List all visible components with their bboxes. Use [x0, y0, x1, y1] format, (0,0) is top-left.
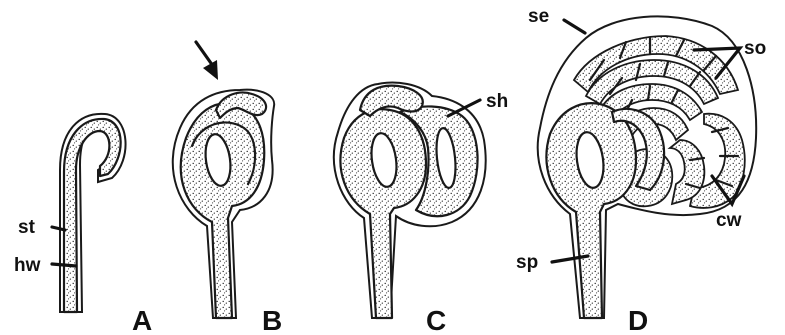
hw-leader: [52, 264, 76, 266]
label-sh: sh: [486, 91, 508, 112]
panel-label-c: C: [426, 305, 446, 335]
stage-a: st hw A: [14, 114, 152, 335]
arrow-shaft: [196, 42, 213, 66]
label-sp: sp: [516, 252, 538, 273]
se-leader: [564, 20, 585, 33]
label-st: st: [18, 217, 36, 238]
stage-b: B: [173, 42, 282, 335]
label-so: so: [744, 38, 766, 59]
label-cw: cw: [716, 210, 742, 231]
panel-label-a: A: [132, 305, 152, 335]
stage-d: se so cw sp D: [516, 6, 766, 335]
panel-label-d: D: [628, 305, 648, 335]
stage-a-hypha: [64, 119, 121, 312]
label-se: se: [528, 6, 549, 27]
panel-label-b: B: [262, 305, 282, 335]
label-hw: hw: [14, 255, 41, 276]
stage-c: sh C: [334, 83, 508, 335]
